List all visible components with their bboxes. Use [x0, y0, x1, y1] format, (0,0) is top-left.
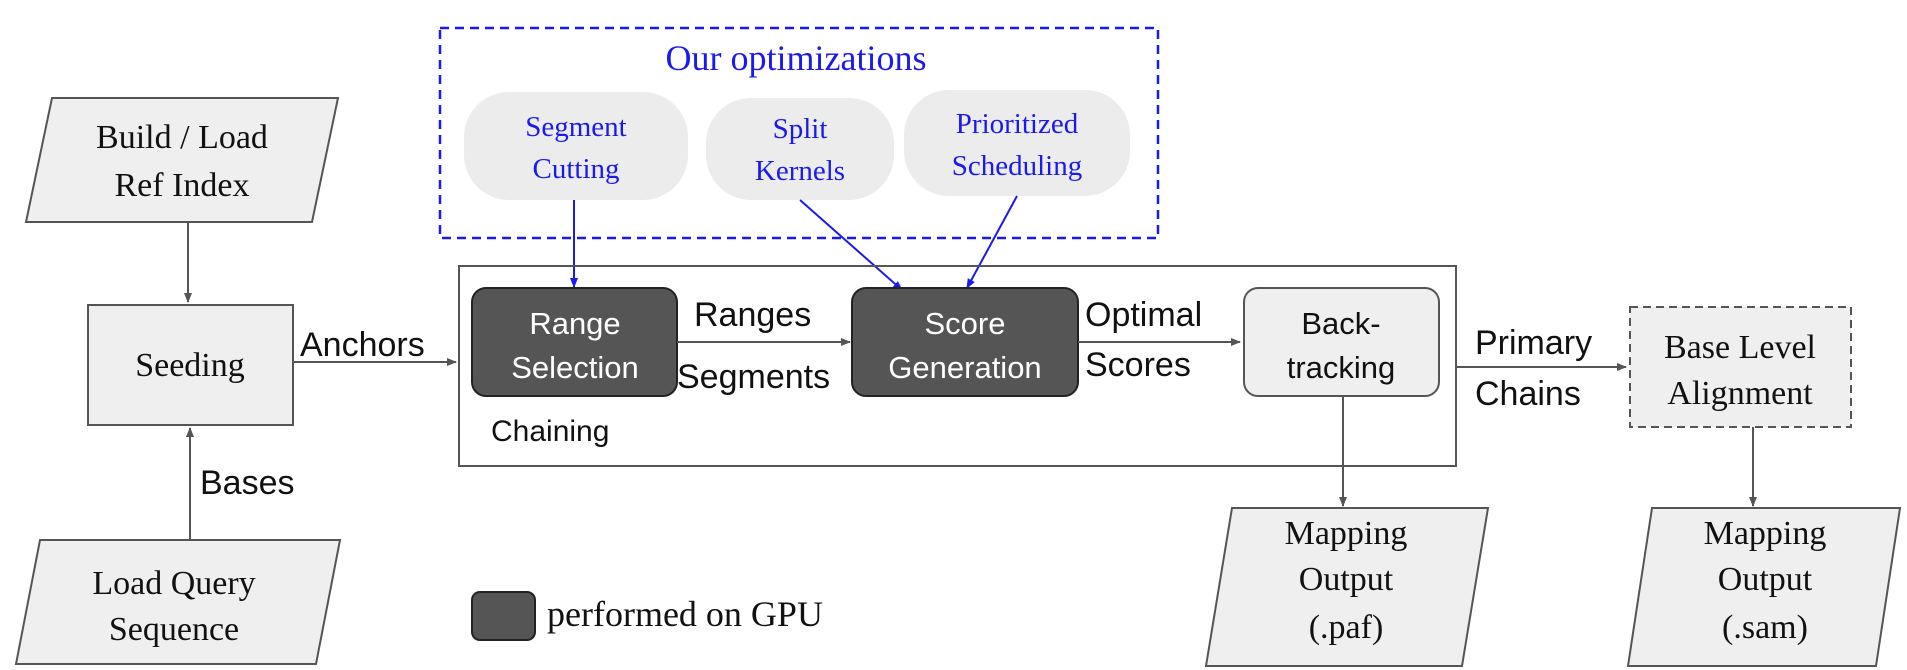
paf-line2: Output	[1299, 561, 1394, 598]
query-line1: Load Query	[92, 565, 255, 602]
query-input: Load Query Sequence	[14, 539, 342, 665]
seeding-label: Seeding	[135, 347, 245, 384]
optimizations-title: Our optimizations	[666, 38, 927, 78]
chains-label: Chains	[1475, 375, 1581, 413]
split-kernels-line2: Kernels	[755, 155, 845, 187]
arrow-split-kernels-to-score	[799, 199, 903, 291]
sam-output: Mapping Output (.sam)	[1626, 507, 1902, 667]
ref-index-line2: Ref Index	[114, 167, 249, 204]
segments-label: Segments	[677, 358, 830, 396]
paf-output: Mapping Output (.paf)	[1204, 507, 1490, 667]
segment-cutting-line2: Cutting	[532, 153, 619, 185]
split-kernels-pill	[706, 98, 894, 200]
range-selection-line2: Selection	[511, 350, 639, 385]
bases-label: Bases	[200, 464, 295, 502]
prioritized-scheduling-pill	[904, 90, 1130, 196]
arrow-scheduling-to-score	[966, 195, 1018, 289]
paf-shape	[1204, 507, 1490, 667]
primary-label: Primary	[1475, 324, 1592, 362]
paf-line3: (.paf)	[1309, 609, 1384, 646]
score-generation-line1: Score	[925, 306, 1006, 341]
anchors-label: Anchors	[300, 326, 425, 364]
seeding-box	[87, 304, 294, 426]
backtracking-line1: Back-	[1301, 306, 1380, 341]
range-selection-line1: Range	[529, 306, 620, 341]
segment-cutting-line1: Segment	[525, 111, 627, 143]
scores-label: Scores	[1085, 346, 1191, 384]
alignment-line2: Alignment	[1667, 375, 1813, 412]
sam-line1: Mapping	[1704, 515, 1827, 552]
optimizations-group: Our optimizations Segment Cutting Split …	[438, 26, 1160, 240]
query-shape	[14, 539, 342, 665]
split-kernels-line1: Split	[773, 113, 828, 145]
legend-label: performed on GPU	[547, 594, 823, 634]
ref-index-shape	[24, 97, 340, 223]
backtracking-box	[1243, 287, 1440, 397]
sam-line3: (.sam)	[1722, 609, 1808, 646]
legend: performed on GPU	[471, 591, 823, 641]
ref-index-input: Build / Load Ref Index	[24, 97, 340, 223]
legend-gpu-swatch	[471, 591, 536, 641]
alignment-line1: Base Level	[1664, 329, 1816, 366]
ranges-label: Ranges	[694, 296, 811, 334]
score-generation-line2: Generation	[888, 350, 1041, 385]
ref-index-line1: Build / Load	[96, 119, 268, 156]
optimal-label: Optimal	[1085, 296, 1202, 334]
prioritized-scheduling-line1: Prioritized	[956, 108, 1079, 140]
chaining-label: Chaining	[491, 415, 609, 448]
backtracking-line2: tracking	[1287, 350, 1396, 385]
query-line2: Sequence	[109, 611, 239, 648]
sam-line2: Output	[1718, 561, 1813, 598]
segment-cutting-pill	[464, 92, 688, 200]
paf-line1: Mapping	[1285, 515, 1408, 552]
alignment-box	[1629, 306, 1852, 428]
prioritized-scheduling-line2: Scheduling	[952, 150, 1083, 182]
sam-shape	[1626, 507, 1902, 667]
